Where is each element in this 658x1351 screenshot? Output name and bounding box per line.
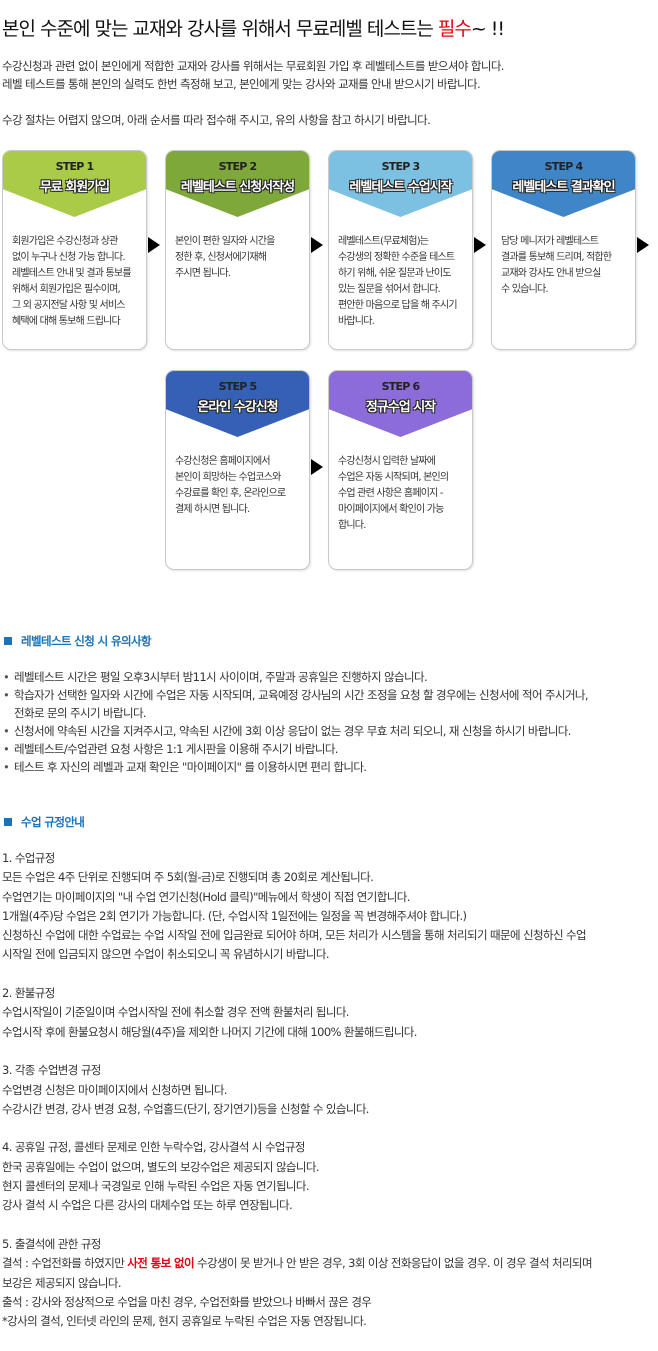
rule-line: 보강은 제공되지 않습니다. <box>2 1275 122 1290</box>
step-description: 회원가입은 수강신청과 상관 없이 누구나 신청 가능 합니다. 레벨테스트 안… <box>12 236 132 327</box>
step-number: STEP 5 <box>218 380 257 393</box>
arrow-right-icon <box>148 237 160 253</box>
step-number: STEP 4 <box>544 160 583 173</box>
list-item: 테스트 후 자신의 레벨과 교재 확인은 "마이페이지" 를 이용하시면 편리 … <box>2 758 588 776</box>
rule-emphasis: 사전 통보 없이 <box>127 1256 194 1271</box>
step-number: STEP 1 <box>55 160 94 173</box>
rule-line: 현지 콜센터의 문제나 국경일로 인해 누락된 수업은 자동 연기됩니다. <box>2 1179 310 1194</box>
rule-text: 수강생이 못 받거나 안 받은 경우, 3회 이상 전화응답이 없을 경우. 이… <box>193 1256 593 1271</box>
arrow-right-icon <box>474 237 486 253</box>
rule-line: 수업시작일이 기준일이며 수업시작일 전에 취소할 경우 전액 환불처리 됩니다… <box>2 1005 349 1020</box>
intro-line: 레벨 테스트를 통해 본인의 실력도 한번 측정해 보고, 본인에게 맞는 강사… <box>2 77 481 91</box>
rule-line: *강사의 결석, 인터넷 라인의 문제, 현지 공휴일로 누락된 수업은 자동 … <box>2 1314 367 1329</box>
step-number: STEP 2 <box>218 160 257 173</box>
rule-line: 시작일 전에 입금되지 않으면 수업이 취소되오니 꼭 유념하시기 바랍니다. <box>2 947 330 962</box>
list-item: 레벨테스트 시간은 평일 오후3시부터 밤11시 사이이며, 주말과 공휴일은 … <box>2 668 588 686</box>
rule-line: 출석 : 강사와 정상적으로 수업을 마친 경우, 수업전화를 받았으나 바빠서… <box>2 1294 372 1309</box>
rule-title: 2. 환불규정 <box>2 986 55 1001</box>
arrow-right-icon <box>637 237 649 253</box>
rule-title: 5. 출결석에 관한 규정 <box>2 1236 101 1251</box>
list-item: 학습자가 선택한 일자와 시간에 수업은 자동 시작되며, 교육예정 강사님의 … <box>2 686 589 722</box>
step-title: 온라인 수강신청 <box>197 400 278 415</box>
rule-line: 수업연기는 마이페이지의 "내 수업 연기신청(Hold 클릭)"메뉴에서 학생… <box>2 889 410 904</box>
square-bullet-icon <box>4 637 12 645</box>
step-description: 레벨테스트(무료체험)는 수강생의 정확한 수준을 테스트 하기 위해, 쉬운 … <box>338 236 458 327</box>
title-emphasis: 필수 <box>437 18 472 40</box>
rule-title: 4. 공휴일 규정, 콜센타 문제로 인한 누락수업, 강사결석 시 수업규정 <box>2 1140 305 1155</box>
step-description: 담당 메니저가 레벨테스트 결과를 통보해 드리며, 적합한 교재와 강사도 안… <box>501 236 612 295</box>
rule-line: 강사 결석 시 수업은 다른 강사의 대체수업 또는 하루 연장됩니다. <box>2 1198 293 1213</box>
rule-line: 신청하신 수업에 대한 수업료는 수업 시작일 전에 입금완료 되어야 하며, … <box>2 928 587 943</box>
arrow-right-icon <box>311 237 323 253</box>
square-bullet-icon <box>4 818 12 826</box>
rule-text: 결석 : 수업전화를 하였지만 <box>2 1256 128 1271</box>
rule-line: 수업시작 후에 환불요청시 해당월(4주)을 제외한 나머지 기간에 대해 10… <box>2 1024 417 1039</box>
notice-heading-text: 레벨테스트 신청 시 유의사항 <box>21 634 152 648</box>
page-title: 본인 수준에 맞는 교재와 강사를 위해서 무료레벨 테스트는 필수~ !! <box>2 14 505 41</box>
step-description: 수강신청시 입력한 날짜에 수업은 자동 시작되며, 본인의 수업 관련 사항은… <box>338 456 449 531</box>
list-item: 신청서에 약속된 시간을 지켜주시고, 약속된 시간에 3회 이상 응답이 없는… <box>2 722 588 740</box>
rule-line: 1개월(4주)당 수업은 2회 연기가 가능합니다. (단, 수업시작 1일전에… <box>2 908 467 923</box>
rule-line: 결석 : 수업전화를 하였지만 사전 통보 없이 수강생이 못 받거나 안 받은… <box>2 1254 593 1273</box>
rule-line: 모든 수업은 4주 단위로 진행되며 주 5회(월-금)로 진행되며 총 20회… <box>2 870 374 885</box>
step-number: STEP 6 <box>381 380 420 393</box>
title-text: 본인 수준에 맞는 교재와 강사를 위해서 무료레벨 테스트는 <box>2 18 438 40</box>
intro-line: 수강 절차는 어렵지 않으며, 아래 순서를 따라 접수해 주시고, 유의 사항… <box>2 113 431 127</box>
rule-title: 1. 수업규정 <box>2 851 55 865</box>
rules-heading-text: 수업 규정안내 <box>21 815 85 829</box>
step-title: 정규수업 시작 <box>365 400 436 415</box>
title-suffix: ~ !! <box>470 18 505 40</box>
step-title: 무료 회원가입 <box>39 180 110 195</box>
rule-line: 수강시간 변경, 강사 변경 요청, 수업홀드(단기, 장기연기)등을 신청할 … <box>2 1101 369 1116</box>
rule-title: 3. 각종 수업변경 규정 <box>2 1063 101 1078</box>
step-description: 본인이 편한 일자와 시간을 정한 후, 신청서에기재해 주시면 됩니다. <box>175 236 275 279</box>
step-title: 레벨테스트 신청서작성 <box>180 180 295 195</box>
notice-list: 레벨테스트 시간은 평일 오후3시부터 밤11시 사이이며, 주말과 공휴일은 … <box>2 668 589 776</box>
step-number: STEP 3 <box>381 160 420 173</box>
rule-line: 한국 공휴일에는 수업이 없으며, 별도의 보강수업은 제공되지 않습니다. <box>2 1159 320 1174</box>
step-description: 수강신청은 홈페이지에서 본인이 희망하는 수업코스와 수강료를 확인 후, 온… <box>175 456 286 515</box>
arrow-right-icon <box>311 459 323 475</box>
list-item: 레벨테스트/수업관련 요청 사항은 1:1 게시판을 이용해 주시기 바랍니다. <box>2 740 588 758</box>
rules-heading: 수업 규정안내 <box>4 814 85 830</box>
intro-line: 수강신청과 관련 없이 본인에게 적합한 교재와 강사를 위해서는 무료회원 가… <box>2 59 504 73</box>
notice-heading: 레벨테스트 신청 시 유의사항 <box>4 633 152 649</box>
step-title: 레벨테스트 결과확인 <box>512 180 615 195</box>
rule-line: 수업변경 신청은 마이페이지에서 신청하면 됩니다. <box>2 1082 227 1097</box>
step-title: 레벨테스트 수업시작 <box>349 180 452 195</box>
